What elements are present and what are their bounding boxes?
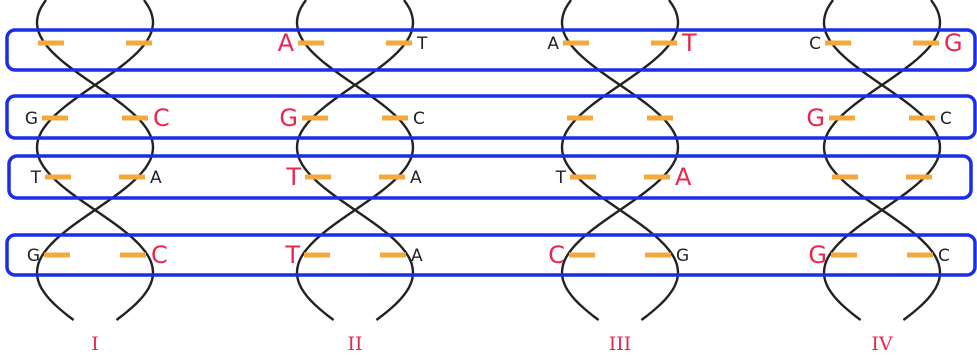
model-ii-row-4-left-base: T [284, 241, 300, 269]
model-iii-row-3-right-base: A [675, 163, 692, 191]
base-labels: G C T A G C A T G C T A T A A T T A C G C G G C G C [25, 29, 963, 269]
model-iii-strand-2 [560, 0, 680, 321]
model-i-row-2-right-base: C [153, 104, 170, 132]
row-frame-4 [5, 233, 977, 277]
row-frame-3 [7, 154, 973, 200]
model-iv-numeral: IV [871, 333, 893, 355]
model-iii-row-1-right-base: T [681, 29, 697, 57]
model-ii-strand-2 [295, 0, 415, 321]
row-frame-1 [5, 28, 977, 72]
model-ii-row-2-right-base: C [413, 109, 425, 129]
row-frame-2 [5, 94, 977, 140]
model-iv-strand-1 [822, 0, 942, 321]
base-pair-row-frames [5, 28, 977, 277]
model-i-row-2-left-base: G [25, 109, 38, 129]
model-ii-row-1-right-base: T [416, 34, 428, 54]
model-iii-numeral: III [609, 333, 632, 355]
model-iv-row-2-left-base: G [806, 104, 825, 132]
model-ii-row-3-left-base: T [285, 163, 301, 191]
model-iii-row-3-left-base: T [555, 168, 567, 188]
model-iii-row-4-left-base: C [548, 241, 565, 269]
model-ii-row-4-right-base: A [411, 246, 423, 266]
model-iii-strand-1 [560, 0, 680, 321]
model-iii-row-1-left-base: A [547, 34, 559, 54]
model-i-strand-1 [35, 0, 155, 321]
model-iv-strand-2 [822, 0, 942, 321]
model-ii-numeral: II [347, 333, 362, 355]
model-iv-row-1-right-base: G [944, 29, 963, 57]
model-i-row-4-left-base: G [27, 246, 40, 266]
model-ii-strand-1 [295, 0, 415, 321]
model-iv-row-4-left-base: G [808, 241, 827, 269]
model-i-row-4-right-base: C [151, 241, 168, 269]
model-ii-row-3-right-base: A [410, 168, 422, 188]
base-pair-rungs [38, 40, 939, 258]
model-iv-row-1-left-base: C [809, 34, 821, 54]
model-iv-row-2-right-base: C [940, 109, 952, 129]
model-ii-row-2-left-base: G [279, 104, 298, 132]
model-i-row-3-left-base: T [30, 168, 42, 188]
model-ii-row-1-left-base: A [278, 29, 295, 57]
model-i-row-3-right-base: A [150, 168, 162, 188]
model-i-strand-2 [35, 0, 155, 321]
helix-strands [35, 0, 942, 321]
model-i-numeral: I [91, 333, 99, 355]
model-iv-row-4-right-base: C [938, 246, 950, 266]
model-iii-row-4-right-base: G [676, 246, 689, 266]
